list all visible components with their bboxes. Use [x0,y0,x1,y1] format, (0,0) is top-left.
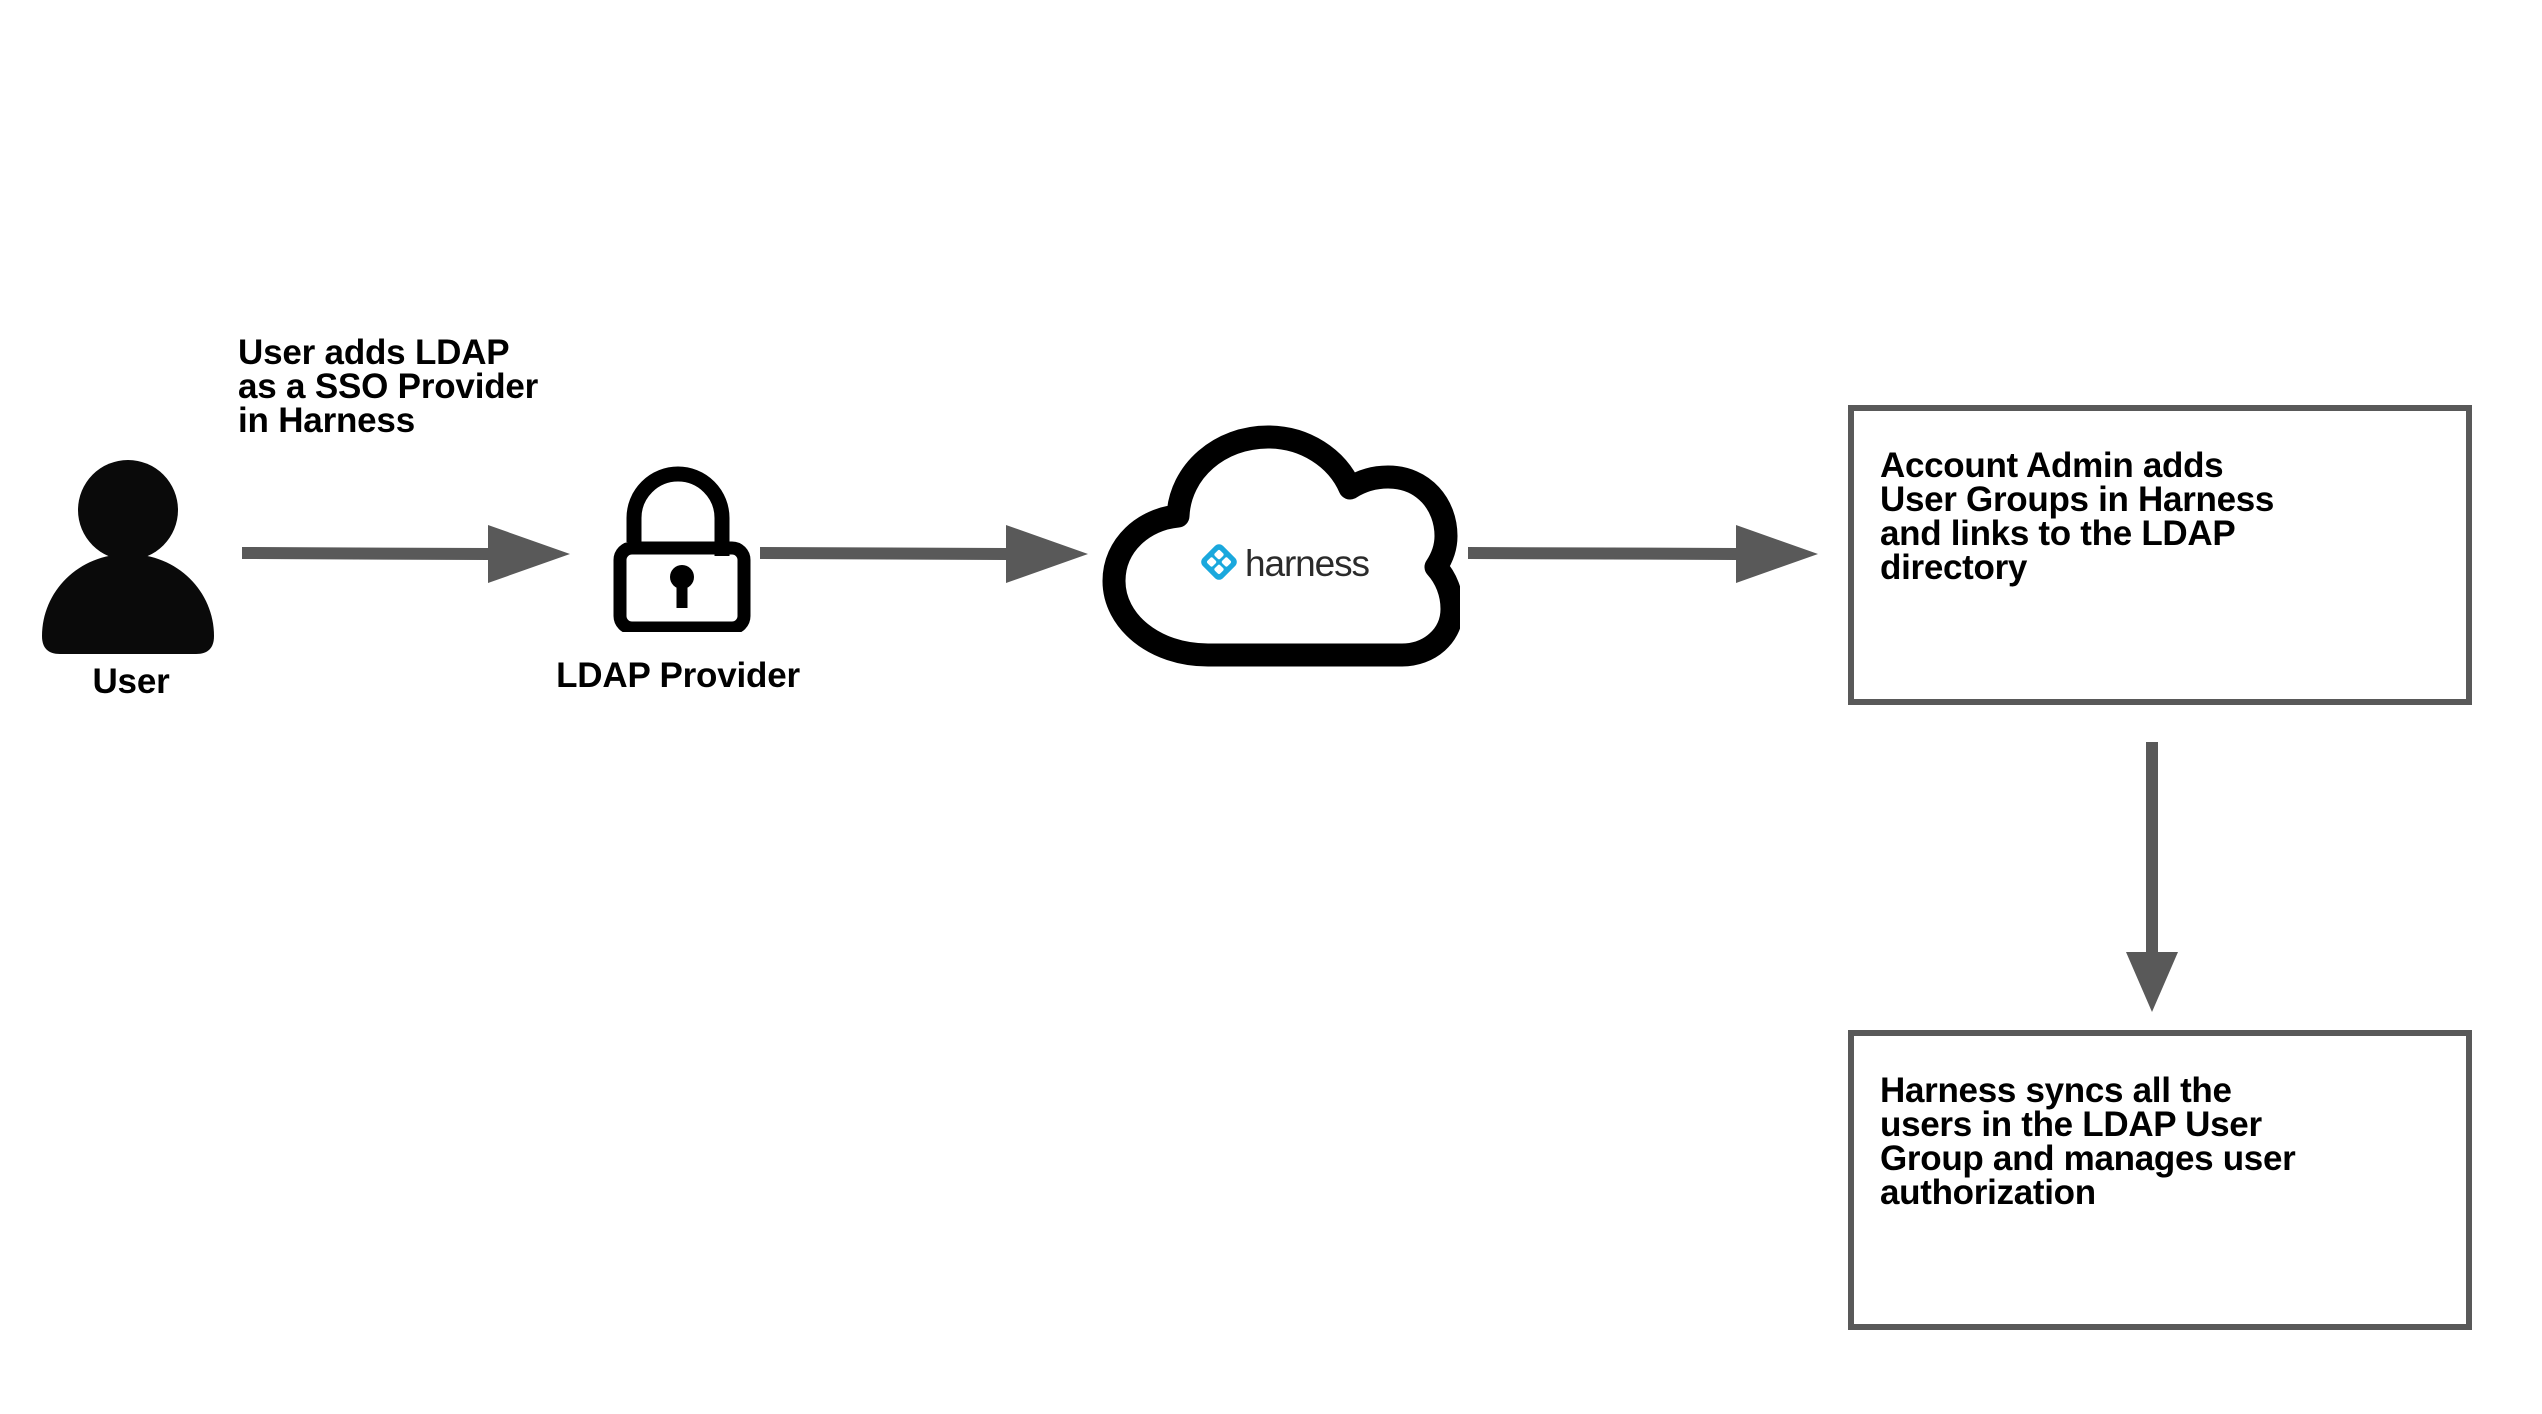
box-account-admin-text: Account Admin adds User Groups in Harnes… [1880,446,2275,587]
cloud-icon [1102,425,1460,667]
ldap-provider-node-label: LDAP Provider [556,656,800,695]
arrow-cloud-to-account-admin-icon [1468,525,1818,583]
box-account-admin: Account Admin adds User Groups in Harnes… [1848,405,2472,705]
arrow-account-admin-to-sync-icon [2126,742,2178,1012]
user-silhouette-icon [42,460,214,654]
harness-wordmark: harness [1245,542,1370,584]
harness-cloud-node: harness [1090,415,1460,685]
arrow-user-to-ldap-icon [242,525,570,583]
box-harness-sync-text: Harness syncs all the users in the LDAP … [1880,1071,2296,1212]
box-harness-sync: Harness syncs all the users in the LDAP … [1848,1030,2472,1330]
harness-diamond-logo-icon [1201,544,1237,580]
open-padlock-icon [613,466,751,632]
harness-logo: harness [1200,542,1370,584]
arrow-ldap-to-cloud-icon [760,525,1088,583]
callout-user-adds-ldap: User adds LDAP as a SSO Provider in Harn… [238,333,539,440]
user-node-label: User [92,662,170,701]
